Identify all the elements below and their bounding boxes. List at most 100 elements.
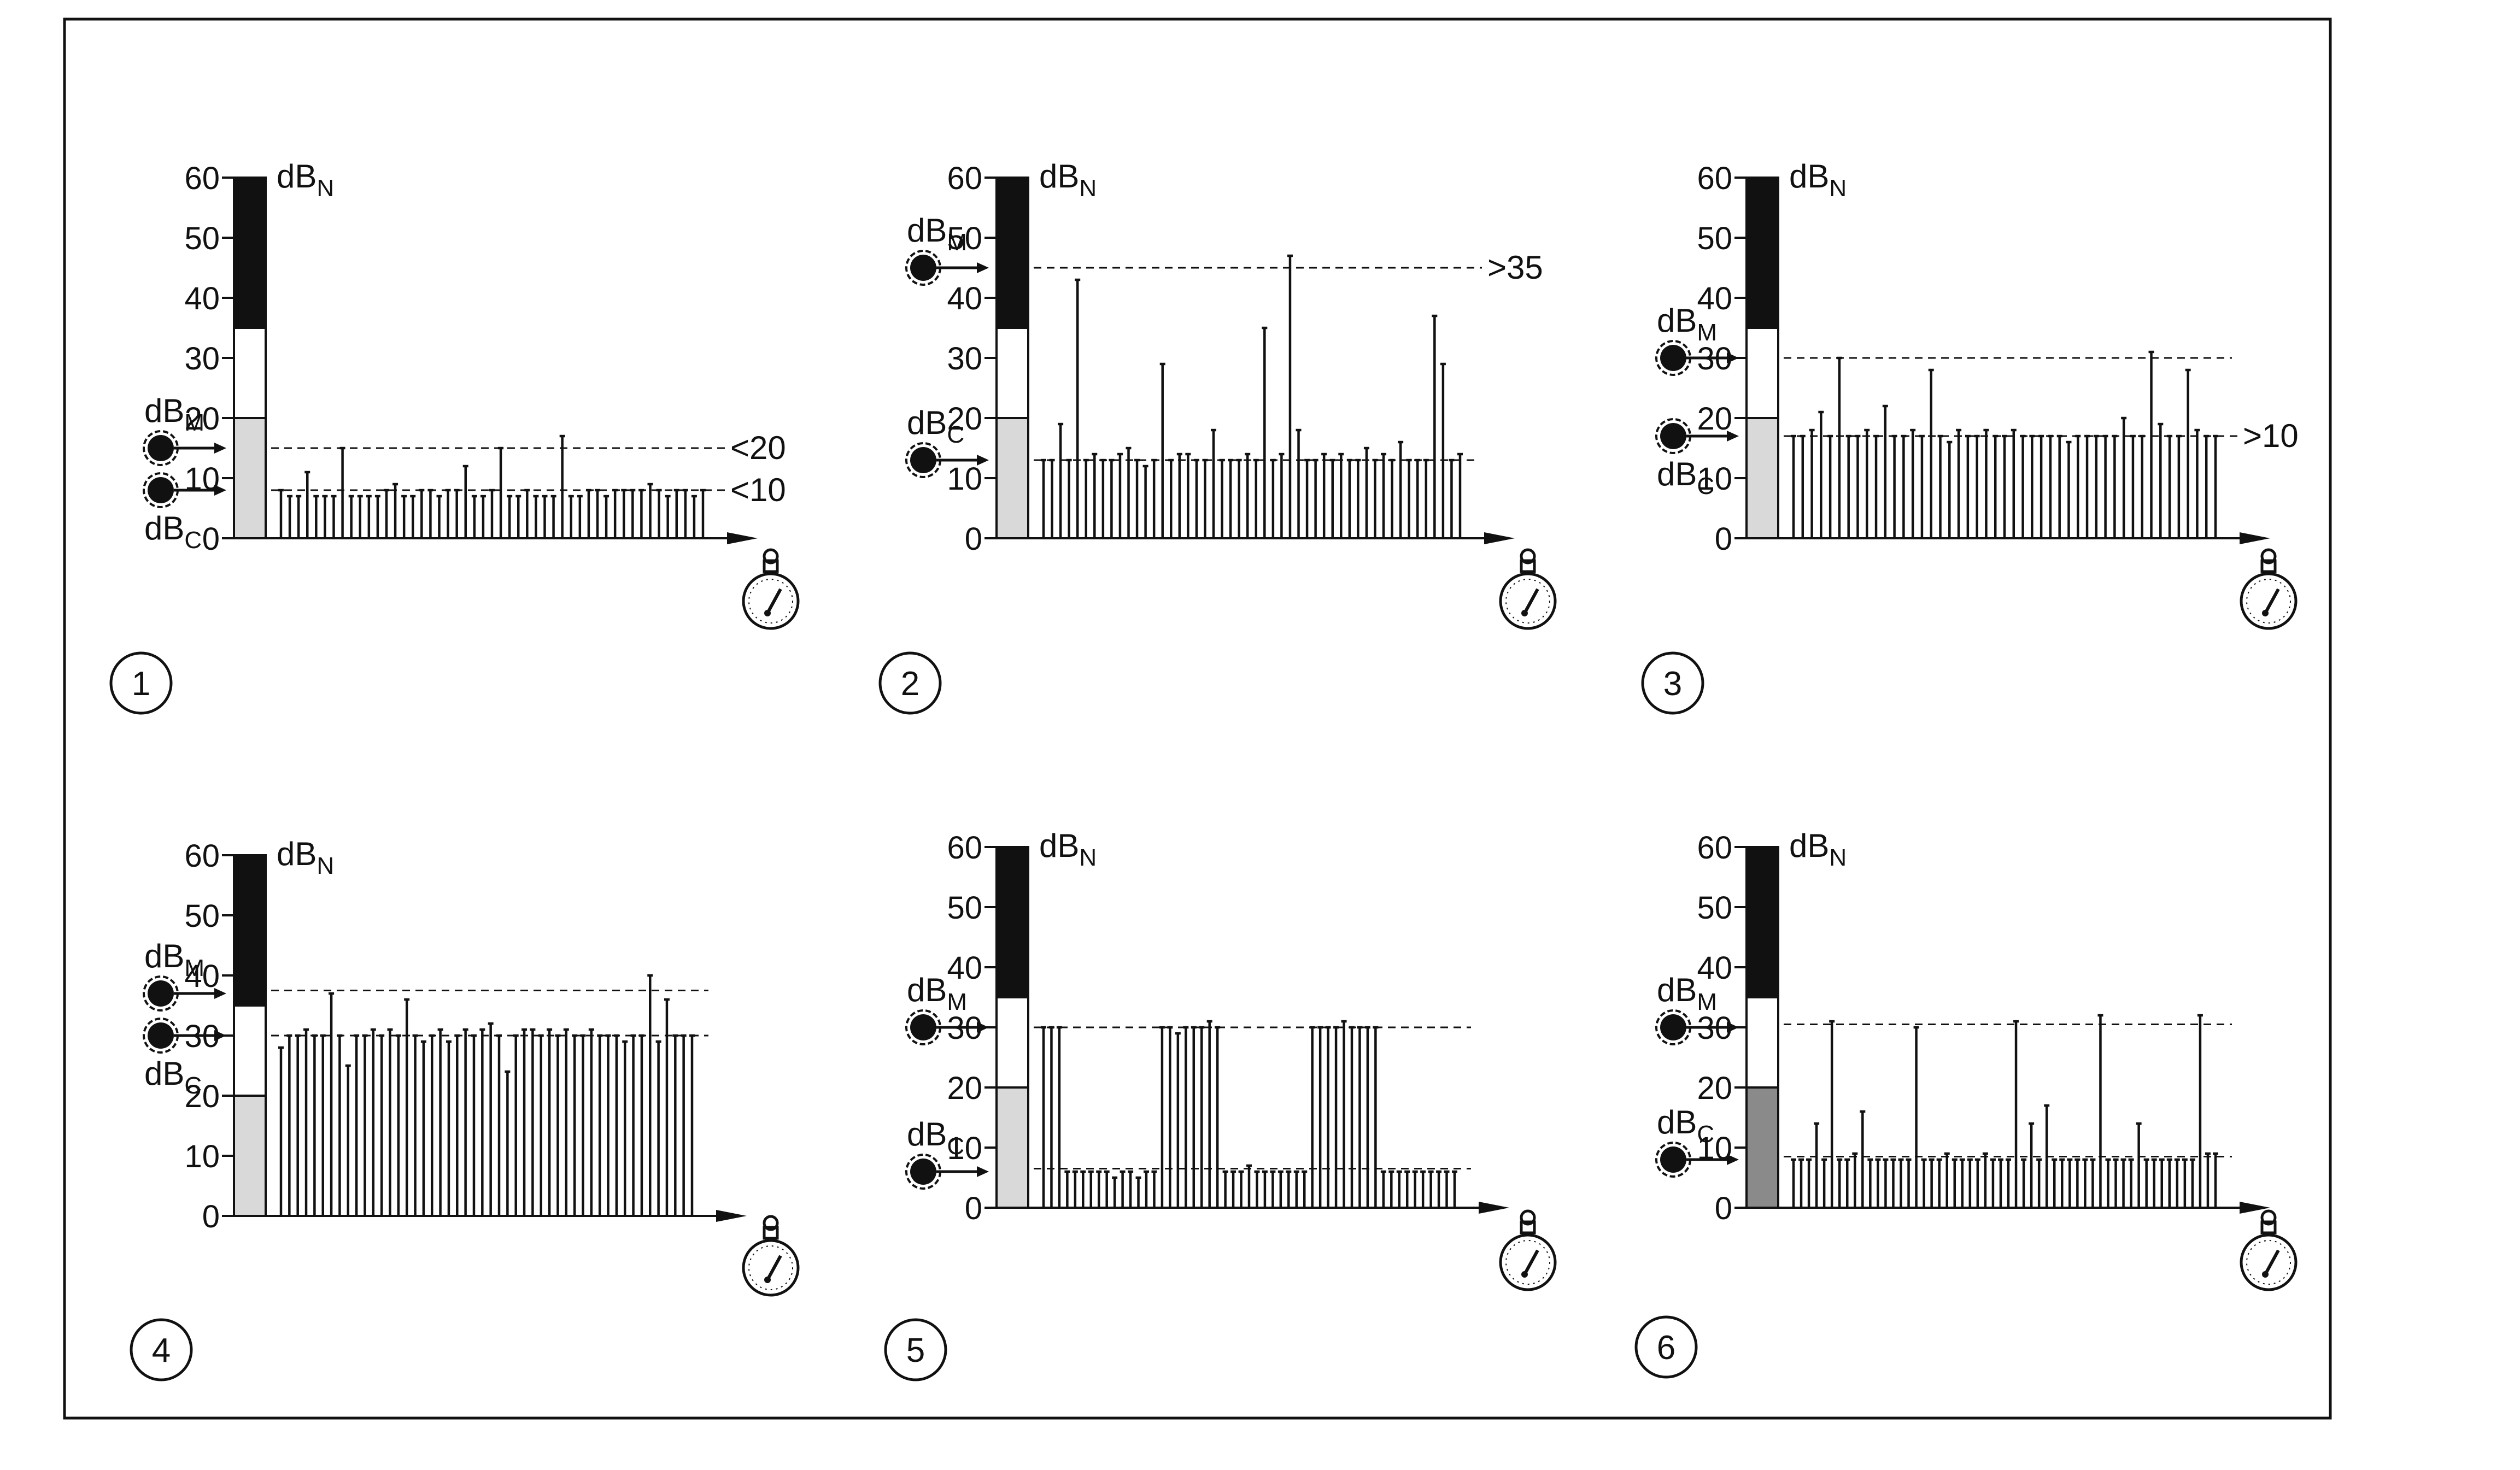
y-tick-label: 40 — [947, 281, 982, 316]
arrow-m-icon — [214, 988, 226, 999]
stopwatch-icon — [1499, 1209, 1557, 1291]
stopwatch-icon — [2240, 548, 2298, 630]
y-tick-label: 10 — [947, 461, 982, 497]
panel-number-circle — [1641, 651, 1704, 715]
y-tick-label: 50 — [1697, 890, 1732, 926]
label-db-m: dBM — [907, 972, 967, 1015]
scale-band-white — [995, 327, 1029, 419]
scale-band-white — [1745, 996, 1779, 1089]
y-tick-label: 0 — [1715, 1191, 1732, 1226]
label-db-m: dBM — [144, 938, 204, 981]
y-tick-label: 40 — [184, 281, 220, 316]
scale-band-white — [233, 1004, 267, 1097]
y-tick-label: 50 — [947, 890, 982, 926]
stopwatch-icon — [2240, 1209, 2298, 1291]
scale-band-light — [995, 417, 1029, 539]
y-tick-label: 50 — [947, 221, 982, 256]
label-db-m: dBM — [1657, 972, 1717, 1015]
y-tick-label: 50 — [184, 898, 220, 934]
x-axis-arrow-icon — [2240, 532, 2270, 544]
label-db-n: dBN — [277, 158, 334, 202]
threshold-label: <20 — [730, 430, 786, 466]
scale-band-light — [233, 1095, 267, 1217]
arrow-m-icon — [1727, 1022, 1739, 1033]
y-tick-label: 0 — [1715, 521, 1732, 557]
label-db-m: dBM — [144, 392, 204, 436]
label-db-n: dBN — [277, 836, 334, 879]
y-tick-label: 60 — [1697, 161, 1732, 196]
panel-number-circle — [109, 651, 173, 715]
indicator-dot-fill — [1660, 1014, 1686, 1040]
threshold-label: >35 — [1487, 249, 1543, 286]
threshold-label: <10 — [730, 472, 786, 508]
y-tick-label: 60 — [947, 830, 982, 866]
y-tick-label: 60 — [1697, 830, 1732, 866]
y-tick-label: 10 — [184, 1139, 220, 1174]
label-db-c: dBC — [1657, 1104, 1714, 1148]
scale-band-dark — [1745, 1086, 1779, 1209]
indicator-dot-fill — [910, 447, 936, 473]
indicator-dot-fill — [910, 1159, 936, 1185]
label-db-c: dBC — [144, 510, 202, 554]
y-tick-label: 30 — [184, 341, 220, 377]
label-db-c: dBC — [907, 1116, 964, 1160]
indicator-dot-fill — [148, 477, 174, 503]
scale-band-black — [1745, 846, 1779, 998]
y-tick-label: 0 — [202, 1199, 220, 1234]
scale-band-light — [995, 1086, 1029, 1209]
x-axis-arrow-icon — [2240, 1202, 2270, 1214]
y-tick-label: 0 — [965, 1191, 982, 1226]
scale-band-black — [233, 177, 267, 329]
label-db-m: dBM — [907, 212, 967, 256]
y-tick-label: 40 — [1697, 950, 1732, 986]
indicator-dot-fill — [148, 1022, 174, 1049]
scale-band-white — [233, 327, 267, 419]
y-tick-label: 20 — [184, 1079, 220, 1114]
y-tick-label: 60 — [947, 161, 982, 196]
threshold-label: >10 — [2243, 418, 2299, 454]
panels: 0102030405060<20<10dBNdBMdBC101020304050… — [109, 158, 2299, 1381]
panel-number: 2 — [901, 665, 919, 703]
panel-number: 4 — [152, 1332, 171, 1369]
scale-band-white — [1745, 327, 1779, 419]
label-db-m: dBM — [1657, 302, 1717, 346]
x-axis-arrow-icon — [1479, 1202, 1509, 1214]
panel-number-circle — [884, 1318, 947, 1381]
stopwatch-icon — [742, 548, 800, 630]
arrow-c-icon — [977, 1166, 989, 1177]
y-tick-label: 40 — [947, 950, 982, 986]
figure-frame — [63, 17, 2332, 1420]
scale-band-white — [995, 996, 1029, 1089]
y-tick-label: 60 — [184, 161, 220, 196]
scale-band-light — [233, 417, 267, 539]
arrow-m-icon — [214, 443, 226, 454]
arrow-c-icon — [977, 455, 989, 466]
y-tick-label: 20 — [1697, 1071, 1732, 1106]
panel-number-circle — [878, 651, 942, 715]
scale-band-black — [995, 846, 1029, 998]
panel-number-circle — [1634, 1315, 1698, 1379]
scale-band-black — [233, 854, 267, 1007]
y-tick-label: 20 — [947, 1071, 982, 1106]
y-tick-label: 50 — [1697, 221, 1732, 256]
arrow-c-icon — [1727, 431, 1739, 442]
stopwatch-icon — [742, 1215, 800, 1297]
label-db-c: dBC — [1657, 456, 1714, 499]
y-tick-label: 60 — [184, 838, 220, 874]
y-tick-label: 30 — [947, 341, 982, 377]
arrow-c-icon — [1727, 1154, 1739, 1165]
panel-number: 3 — [1663, 665, 1682, 703]
indicator-dot-fill — [1660, 1146, 1686, 1173]
panel-number-circle — [130, 1318, 193, 1381]
panel-number: 1 — [132, 665, 150, 703]
x-axis-arrow-icon — [727, 532, 758, 544]
y-tick-label: 20 — [184, 401, 220, 437]
indicator-dot-fill — [148, 980, 174, 1007]
y-tick-label: 20 — [1697, 401, 1732, 437]
panel-number: 6 — [1657, 1329, 1675, 1367]
